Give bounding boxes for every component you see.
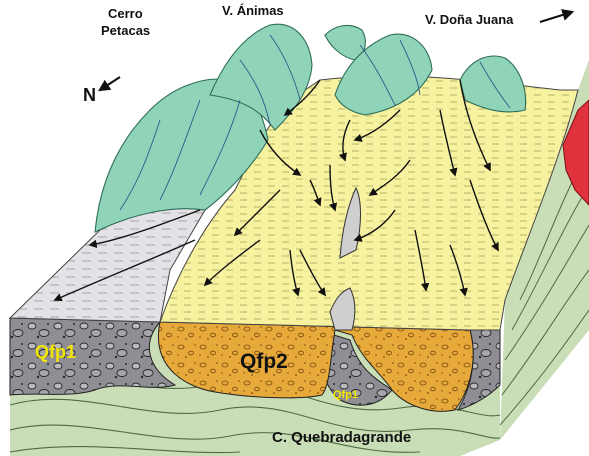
label-dona-juana: V. Doña Juana	[425, 12, 514, 27]
north-arrow	[100, 77, 120, 90]
label-north: N	[83, 85, 96, 105]
label-cerro: Cerro	[108, 6, 143, 21]
label-qfp1-left: Qfp1	[35, 342, 76, 362]
label-qfp1-center: Qfp1	[333, 389, 358, 401]
label-petacas: Petacas	[101, 23, 150, 38]
label-basement: C. Quebradagrande	[272, 429, 411, 446]
label-qfp2: Qfp2	[240, 350, 288, 373]
dona-juana-arrow	[540, 12, 572, 22]
label-animas: V. Ánimas	[222, 3, 284, 18]
